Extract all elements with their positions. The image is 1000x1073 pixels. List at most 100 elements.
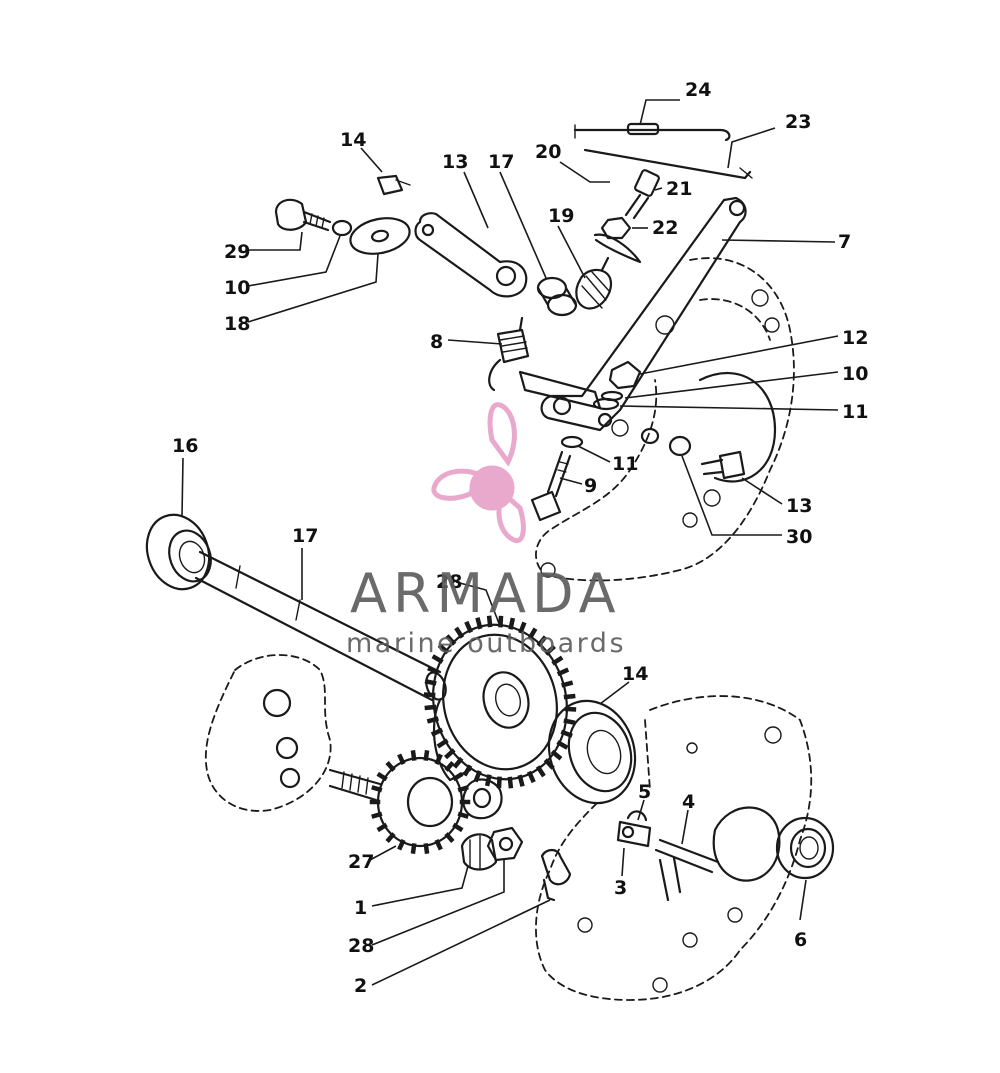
- gear-tooth: [475, 617, 483, 630]
- callout-5: 5: [638, 781, 651, 803]
- gear-tooth: [526, 770, 536, 784]
- bolt-9: [530, 450, 572, 522]
- armada-watermark: ARMADA marine outboards: [346, 402, 626, 659]
- callout-10-right: 10: [842, 363, 868, 385]
- bolt-hole: [764, 726, 782, 744]
- gear-tooth: [430, 727, 444, 737]
- watermark-brand: ARMADA: [350, 562, 622, 625]
- cap-16: [376, 174, 411, 196]
- gear-tooth: [444, 761, 455, 772]
- clip-22: [593, 233, 642, 264]
- pin-4: [654, 838, 720, 902]
- callout-12: 12: [842, 327, 868, 349]
- gear-tooth: [457, 811, 469, 819]
- callout-14: 14: [622, 663, 648, 685]
- ring-1: [462, 778, 503, 820]
- washer-30: [640, 427, 692, 457]
- bolt-hole: [652, 977, 668, 993]
- gear-tooth: [437, 643, 450, 655]
- shift-rod: [573, 122, 731, 142]
- gear-tooth: [561, 680, 574, 688]
- gear-tooth: [434, 839, 443, 851]
- callout-19: 17: [292, 525, 318, 547]
- gear-tooth: [385, 761, 396, 772]
- callout-4: 4: [682, 791, 695, 813]
- gear-tooth: [517, 774, 525, 787]
- callout-21: 19: [548, 205, 574, 227]
- nut-12: [608, 360, 642, 390]
- gear-tooth: [444, 832, 455, 843]
- bolt-hole: [764, 317, 780, 333]
- gear-29: [423, 615, 577, 789]
- callout-7: 7: [838, 231, 851, 253]
- callout-11-right: 11: [842, 401, 868, 423]
- gear-tooth: [507, 776, 514, 789]
- gear-tooth: [556, 740, 569, 750]
- callout-27: 27: [348, 851, 374, 873]
- gear-tooth: [544, 644, 556, 656]
- gear-tooth: [452, 771, 464, 782]
- callout-30: 30: [786, 526, 812, 548]
- washer-10-lower: [600, 390, 624, 402]
- spring-8: [488, 316, 530, 392]
- gear-tooth: [454, 626, 465, 639]
- gear-tooth: [452, 822, 464, 833]
- gear-tooth: [556, 667, 570, 677]
- callout-9: 9: [584, 475, 597, 497]
- callout-11-lower: 11: [612, 453, 638, 475]
- gear-tooth: [445, 634, 457, 646]
- gear-tooth: [434, 753, 443, 765]
- bolt-hole: [279, 767, 301, 789]
- nut-28: [486, 826, 524, 862]
- gear-tooth: [457, 785, 469, 793]
- gear-tooth: [426, 716, 439, 724]
- bushing-17: [536, 276, 578, 317]
- gear-tooth: [536, 635, 548, 648]
- gear-tooth: [560, 729, 573, 738]
- gear-tooth: [410, 749, 417, 761]
- clutch-dog-1: [460, 833, 498, 871]
- gear-tooth: [371, 811, 383, 819]
- gear-tooth: [423, 749, 430, 761]
- gear-tooth: [464, 620, 474, 634]
- gear-tooth: [550, 749, 563, 761]
- bolt-hole: [682, 512, 698, 528]
- gear-tooth: [385, 832, 396, 843]
- propeller-icon: [431, 402, 526, 544]
- watermark-tagline: marine outboards: [346, 628, 626, 659]
- main-shaft-19: [194, 550, 447, 702]
- callout-6: 6: [794, 929, 807, 951]
- callout-1: 1: [354, 897, 367, 919]
- bolt-hole: [682, 932, 698, 948]
- seal-6: [775, 816, 835, 880]
- screw-13: [700, 450, 746, 480]
- gear-tooth: [397, 753, 406, 765]
- callout-labels: 24 23 20 21 22 7 14 13 17 19 29 10 18 8 …: [172, 79, 868, 997]
- bolt-hole: [703, 489, 721, 507]
- gear-tooth: [424, 704, 437, 711]
- gear-tooth: [527, 627, 538, 640]
- callout-8: 8: [430, 331, 443, 353]
- callout-25: 23: [785, 111, 811, 133]
- gear-tooth: [563, 693, 576, 700]
- bolt-hole: [275, 736, 299, 760]
- link-3: [616, 820, 652, 848]
- gear-tooth: [473, 770, 482, 783]
- callout-13: 13: [786, 495, 812, 517]
- callout-3: 3: [614, 877, 627, 899]
- washer-20: [349, 217, 411, 255]
- callout-28: 28: [348, 935, 374, 957]
- gear-tooth: [551, 655, 564, 666]
- gear-tooth: [444, 748, 456, 760]
- spring-21: [575, 256, 613, 310]
- gear-tooth: [436, 738, 449, 749]
- gear-tooth: [376, 822, 388, 833]
- bolt-hole: [540, 562, 556, 578]
- gear-tooth: [452, 756, 464, 769]
- gear-tooth: [376, 771, 388, 782]
- bolt-23: [624, 169, 660, 220]
- callout-23: 21: [666, 178, 692, 200]
- lower-housing-outline: [535, 695, 813, 1001]
- shift-shaft-15: [414, 212, 528, 298]
